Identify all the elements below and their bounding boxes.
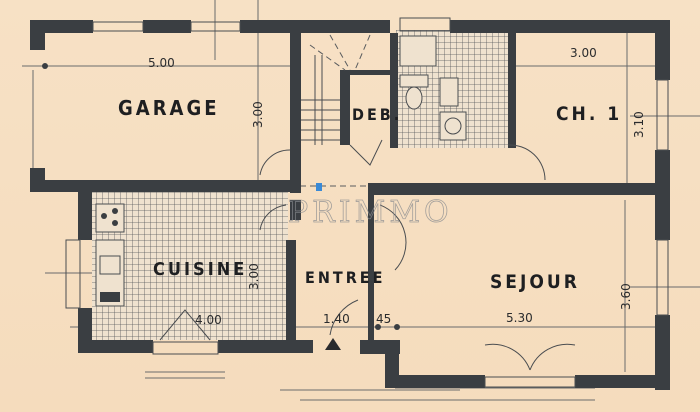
staircase-icon [301,34,371,145]
room-label-entree: ENTREE [305,268,385,287]
fixtures [95,35,467,307]
dim-sejour-depth: 3.60 [619,283,633,310]
room-label-cuisine: CUISINE [153,259,247,280]
dim-garage-depth: 3.00 [251,101,265,128]
dim-ch1-width: 3.00 [570,46,597,60]
kitchen-tile-floor [92,190,288,340]
dim-cuisine-width: 4.00 [195,313,222,327]
dim-ch1-depth: 3.10 [632,111,646,138]
dimension-lines [22,0,700,401]
stove-icon [95,203,125,233]
room-label-garage: GARAGE [118,96,220,120]
room-label-deb: DEB. [352,105,402,124]
dim-entree-a: 1.40 [323,312,350,326]
doors [159,139,576,371]
dim-garage-width: 5.00 [148,56,175,70]
dim-sejour-width: 5.30 [506,311,533,325]
dim-cuisine-depth: 3.00 [247,263,261,290]
room-label-sejour: SEJOUR [490,271,580,293]
watermark: PRIMMO [288,195,453,230]
room-label-ch1: CH. 1 [556,103,622,125]
windows [65,17,669,388]
marker-icon [316,183,322,191]
walls [30,20,670,390]
dim-entree-b: 45 [376,312,391,326]
